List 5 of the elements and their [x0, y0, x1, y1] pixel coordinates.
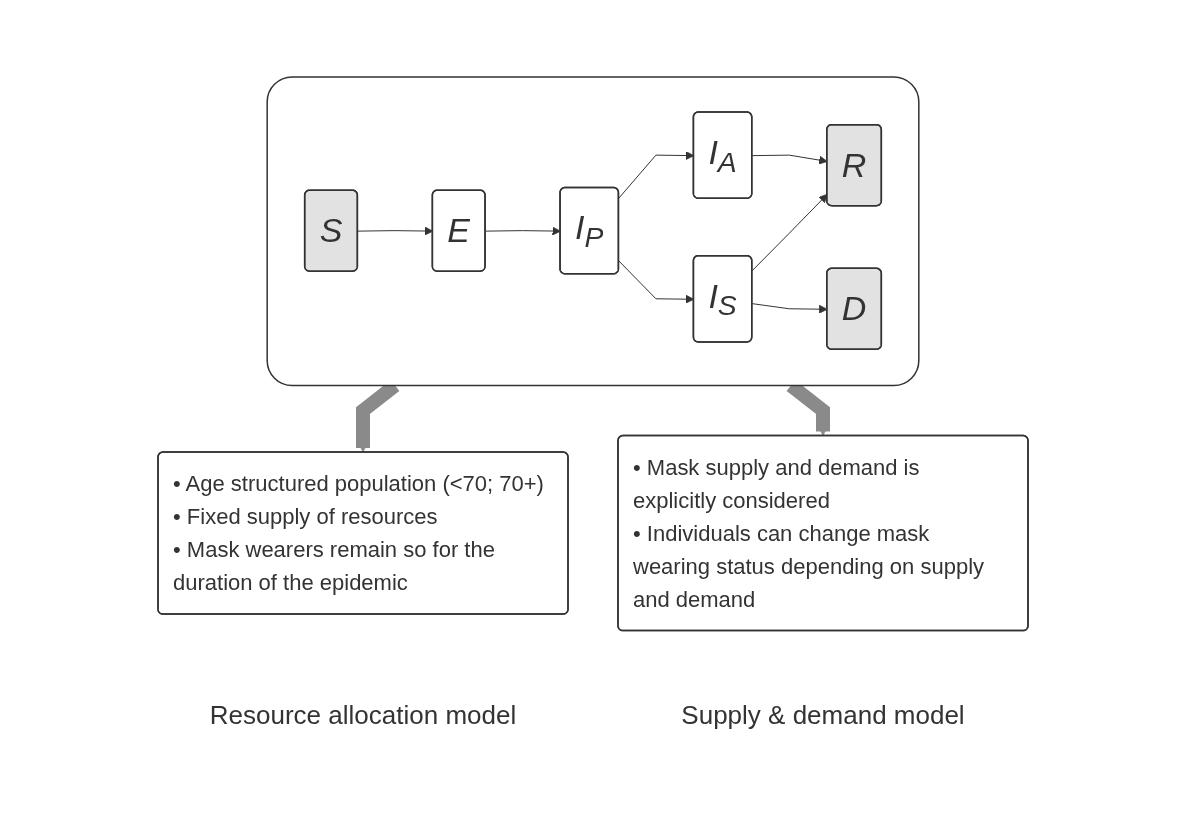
node-label: Supply & demand model: [681, 699, 965, 730]
arrow: [751, 194, 828, 272]
cluster: [266, 76, 920, 387]
arrow: [485, 226, 561, 236]
node-label: Resource allocation model: [209, 699, 517, 730]
